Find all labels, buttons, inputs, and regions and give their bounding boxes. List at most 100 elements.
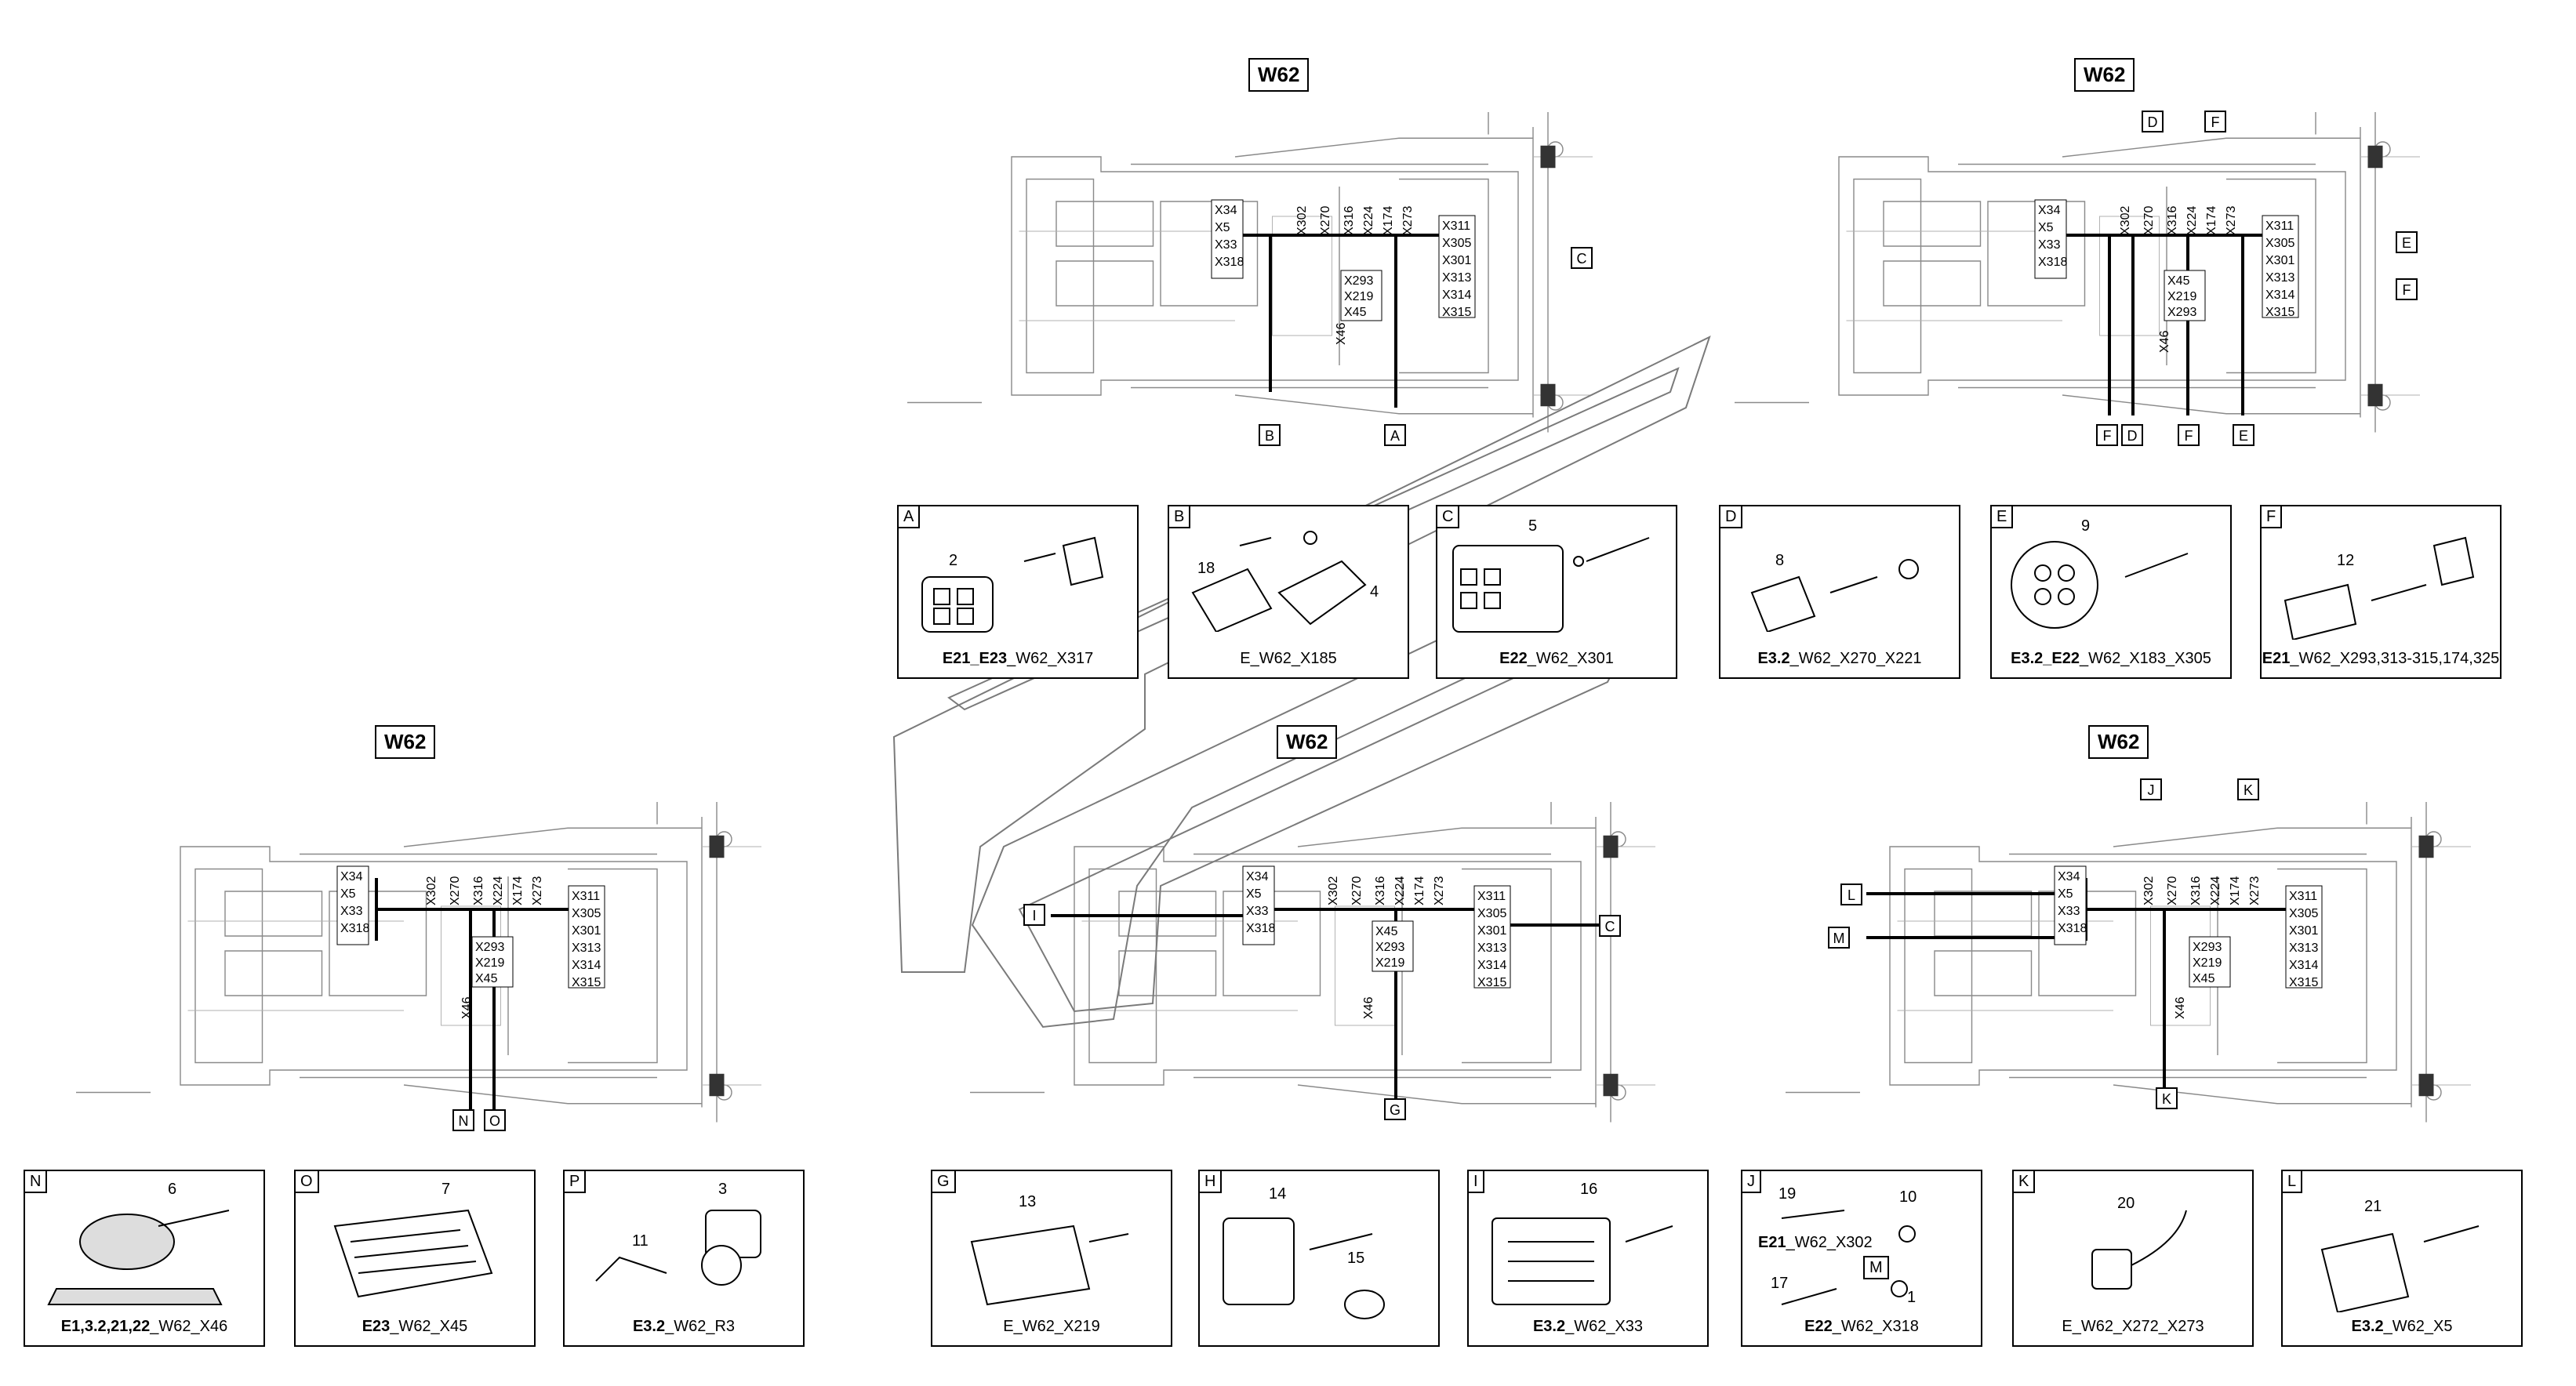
svg-text:X273: X273 [531,876,544,905]
panel-caption: E23_W62_X45 [362,1318,468,1335]
panel-letter: L [2281,1170,2303,1193]
panel-letter: F [2260,505,2283,528]
svg-text:X224: X224 [492,876,505,905]
svg-text:X313: X313 [1477,942,1506,955]
svg-text:X273: X273 [1433,876,1446,905]
svg-text:B: B [1265,428,1274,444]
svg-text:X301: X301 [2289,924,2318,938]
panel-caption: E21_W62_X293,313-315,174,325 [2262,650,2500,667]
svg-text:X314: X314 [2265,288,2294,302]
detail-panel-h: H 14 15 [1198,1170,1440,1347]
svg-text:O: O [489,1113,500,1129]
detail-panel-f: F 12 E21_W62_X293,313-315,174,325 [2260,505,2502,679]
callout-marker: B [1259,424,1281,446]
svg-text:X46: X46 [2174,996,2187,1019]
callout-marker: F [2178,424,2200,446]
svg-text:X314: X314 [1477,959,1506,972]
svg-text:X174: X174 [2205,206,2218,235]
svg-text:X316: X316 [1374,876,1387,905]
callout-marker: I [1023,904,1045,926]
svg-text:I: I [1032,908,1036,923]
callout-marker: F [2096,424,2118,446]
callout-marker: K [2237,778,2259,800]
svg-text:X219: X219 [2193,956,2222,970]
svg-text:X5: X5 [1246,887,1262,901]
item-number: 13 [1019,1193,1037,1210]
callout-marker: G [1384,1098,1406,1120]
diagram-title: W62 [375,725,436,759]
connector-illustration [1491,1217,1673,1305]
svg-text:E: E [2239,428,2248,444]
item-number: 12 [2337,552,2355,569]
panel-caption: E22_W62_X301 [1499,650,1614,667]
panel-caption: E_W62_X219 [1003,1318,1100,1335]
svg-text:X314: X314 [2289,959,2318,972]
item-number: 5 [1528,517,1538,535]
svg-text:X45: X45 [1375,925,1398,938]
svg-text:X33: X33 [2058,905,2080,918]
item-number: 15 [1347,1250,1365,1267]
svg-text:X5: X5 [1215,221,1230,234]
detail-panel-i: I 16 E3.2_W62_X33 [1467,1170,1709,1347]
svg-text:X311: X311 [1477,890,1506,903]
connector-illustration [921,536,1104,633]
svg-text:X301: X301 [1442,254,1471,267]
callout-marker: J [2140,778,2162,800]
callout-marker: D [2142,111,2164,132]
component-illustration [47,1210,230,1305]
panel-letter: K [2012,1170,2036,1193]
svg-text:X318: X318 [340,922,369,935]
svg-text:L: L [1848,887,1855,903]
callout-marker: N [452,1109,474,1131]
callout-marker: C [1599,915,1621,937]
panel-caption: E1,3.2,21,22_W62_X46 [60,1318,228,1335]
item-number: 17 [1771,1275,1789,1292]
svg-text:F: F [2103,428,2112,444]
item-number: 19 [1778,1185,1797,1203]
svg-text:X305: X305 [2289,907,2318,920]
callout-marker: A [1384,424,1406,446]
panel-letter: N [24,1170,48,1193]
svg-text:X311: X311 [2265,220,2294,233]
svg-text:X318: X318 [2058,922,2087,935]
detail-panel-g: G 13 E_W62_X219 [931,1170,1172,1347]
connector-illustration [2284,536,2475,640]
panel-letter: O [294,1170,319,1193]
svg-text:X302: X302 [2142,876,2156,905]
svg-text:X224: X224 [2185,206,2199,235]
detail-panel-c: C 5 E22_W62_X301 [1436,505,1677,679]
svg-text:X270: X270 [449,876,462,905]
svg-text:X301: X301 [1477,924,1506,938]
callout-marker: C [1571,247,1593,269]
panel-letter: G [931,1170,956,1193]
svg-text:X219: X219 [1344,290,1373,303]
panel-letter: C [1436,505,1460,528]
diagram-title: W62 [1277,725,1338,759]
svg-text:X34: X34 [1246,870,1269,883]
callout-marker: K [2156,1087,2178,1109]
panel-caption: E_W62_X272_X273 [2062,1318,2204,1335]
detail-panel-b: B 18 4 E_W62_X185 [1168,505,1409,679]
svg-text:X316: X316 [472,876,485,905]
diagram-5 [1785,801,2472,1123]
panel-letter: J [1741,1170,1761,1193]
panel-caption: E3.2_W62_X33 [1532,1318,1644,1335]
detail-panel-k: K 20 E_W62_X272_X273 [2012,1170,2254,1347]
svg-text:X34: X34 [1215,204,1237,217]
svg-text:X224: X224 [2209,876,2222,905]
detail-panel-o: O 7 E23_W62_X45 [294,1170,536,1347]
diagram-3 [75,801,762,1123]
svg-text:X33: X33 [1215,238,1237,252]
svg-text:X318: X318 [1215,256,1244,269]
item-number: 6 [168,1181,177,1198]
panel-caption: E21_E23_W62_X317 [942,650,1094,667]
svg-text:X45: X45 [475,972,498,985]
svg-text:X224: X224 [1362,206,1375,235]
svg-text:X270: X270 [1350,876,1364,905]
svg-text:X174: X174 [2229,876,2242,905]
callout-marker: E [2396,231,2418,253]
svg-text:X174: X174 [511,876,525,905]
